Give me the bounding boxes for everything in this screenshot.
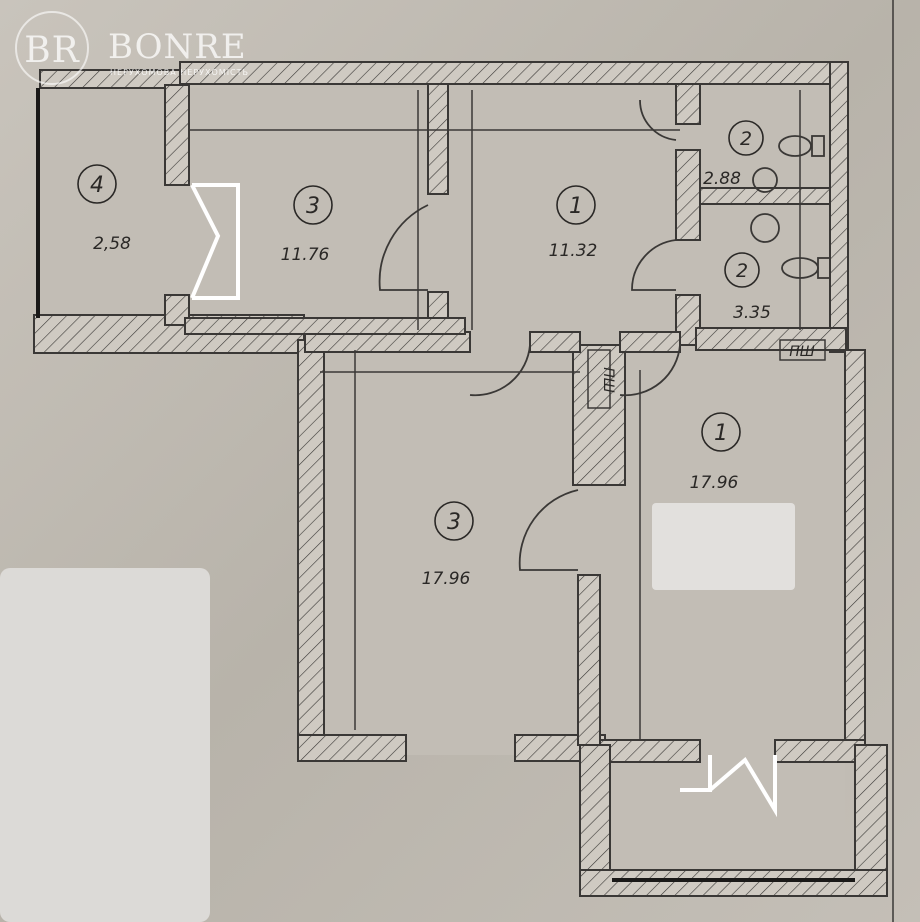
brand-subtitle: НЕРУХОМОВА НЕРУХОМІСТЬ <box>110 68 249 77</box>
sink-icon <box>750 213 780 243</box>
door-marker-balcony-left <box>190 183 240 300</box>
sink-icon <box>752 167 778 193</box>
room-label-hall-kitchen: 1 17.96 <box>690 412 741 493</box>
room-area: 17.96 <box>422 569 471 589</box>
room-number: 4 <box>90 173 104 198</box>
logo-ring-icon <box>15 11 89 85</box>
inner-guide-lines <box>190 90 801 740</box>
interior-floor <box>40 72 845 880</box>
room-label-bedroom-top: 3 11.76 <box>281 185 333 265</box>
interior-walls <box>164 83 847 746</box>
redaction-box-corner <box>0 568 210 922</box>
room-area: 11.76 <box>281 245 330 265</box>
room-label-balcony-left: 4 2,58 <box>77 164 131 254</box>
room-area: 2,58 <box>93 234 131 254</box>
room-number: 2 <box>740 128 752 150</box>
door-marker-balcony-bottom <box>680 755 777 818</box>
room-number: 3 <box>306 194 320 219</box>
room-number: 1 <box>569 194 583 219</box>
room-label-bathroom: 2 3.35 <box>724 252 771 323</box>
room-number: 3 <box>447 510 461 535</box>
room-label-wc-top: 2 2.88 <box>703 120 764 189</box>
brand-watermark: BR BONRE НЕРУХОМОВА НЕРУХОМІСТЬ <box>15 11 249 85</box>
doors <box>378 99 681 571</box>
room-area: 2.88 <box>703 169 741 189</box>
shaft-label-right: ПШ <box>789 344 815 360</box>
room-label-corridor-top: 1 11.32 <box>549 185 598 261</box>
room-area: 3.35 <box>733 303 771 323</box>
room-number: 1 <box>714 421 728 446</box>
shaft-label-center: ПШ <box>600 367 616 393</box>
room-area: 17.96 <box>690 473 739 493</box>
outer-walls <box>33 61 888 897</box>
room-area: 11.32 <box>549 241 598 261</box>
shaft-box-right <box>779 339 826 361</box>
shaft-box-center <box>587 349 611 409</box>
sanitary-fixtures <box>750 135 831 279</box>
toilet-icon <box>778 135 812 157</box>
room-label-living-room: 3 17.96 <box>422 501 474 589</box>
redaction-box-plan <box>652 503 795 590</box>
brand-name: BONRE <box>108 27 247 67</box>
room-number: 2 <box>736 260 748 282</box>
logo-letters: BR <box>24 30 80 71</box>
